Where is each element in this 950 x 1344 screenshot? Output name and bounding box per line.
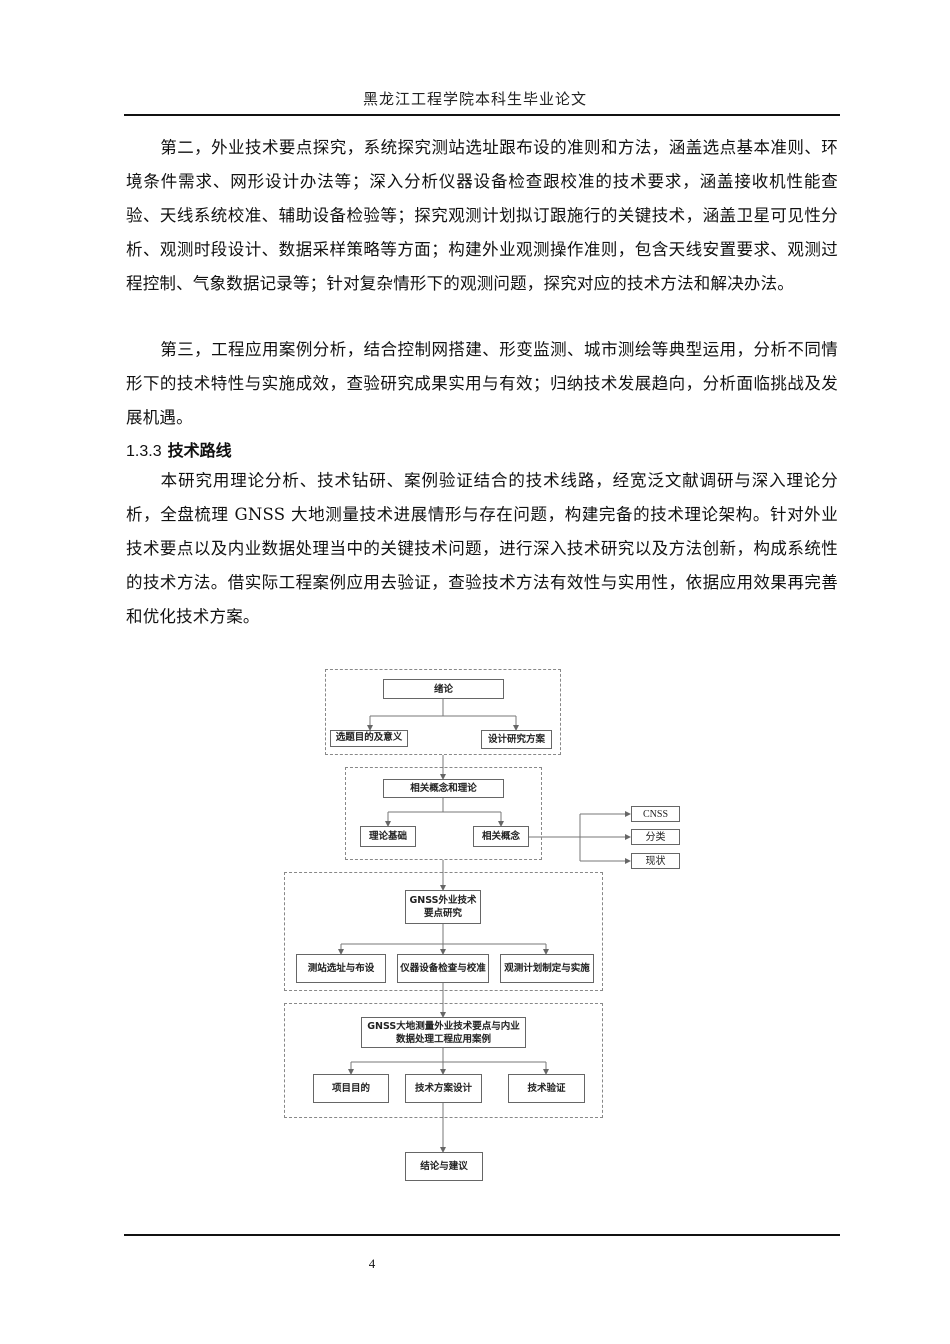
node-gnss-fieldwork: GNSS外业技术要点研究 [405,890,481,924]
page-number: 4 [368,1256,376,1271]
node-project-purpose: 项目目的 [313,1074,389,1103]
node-technical-verification: 技术验证 [508,1074,585,1103]
node-instrument-calibration: 仪器设备检查与校准 [397,954,489,983]
node-classification: 分类 [631,829,680,845]
paragraph-text: 第三，工程应用案例分析，结合控制网搭建、形变监测、城市测绘等典型运用，分析不同情… [126,340,838,427]
paragraph-case-analysis: 第三，工程应用案例分析，结合控制网搭建、形变监测、城市测绘等典型运用，分析不同情… [126,333,838,435]
section-title: 技术路线 [167,441,232,460]
node-station-selection: 测站选址与布设 [296,954,386,983]
node-related-concepts: 相关概念 [473,826,529,847]
section-number: 1.3.3 [126,443,162,460]
node-technical-design: 技术方案设计 [405,1074,482,1103]
paragraph-text: 第二，外业技术要点探究，系统探究测站选址跟布设的准则和方法，涵盖选点基本准则、环… [126,138,838,293]
node-purpose-significance: 选题目的及意义 [330,730,408,747]
node-theoretical-basis: 理论基础 [360,826,416,847]
node-research-plan: 设计研究方案 [481,730,552,749]
paragraph-text: 本研究用理论分析、技术钻研、案例验证结合的技术线路，经宽泛文献调研与深入理论分析… [126,471,838,626]
node-application-case: GNSS大地测量外业技术要点与内业数据处理工程应用案例 [361,1017,526,1048]
node-introduction: 绪论 [383,679,504,699]
paragraph-fieldwork: 第二，外业技术要点探究，系统探究测站选址跟布设的准则和方法，涵盖选点基本准则、环… [126,131,838,301]
node-cnss: CNSS [631,806,680,822]
footer-rule [124,1234,840,1236]
node-status: 现状 [631,853,680,869]
header-rule [124,114,840,116]
node-observation-plan: 观测计划制定与实施 [500,954,594,983]
node-concepts-theory: 相关概念和理论 [383,779,504,798]
page-header-title: 黑龙江工程学院本科生毕业论文 [362,90,587,108]
paragraph-technical-route: 本研究用理论分析、技术钻研、案例验证结合的技术线路，经宽泛文献调研与深入理论分析… [126,464,838,634]
section-heading: 1.3.3 技术路线 [126,437,232,466]
node-conclusion: 结论与建议 [405,1152,483,1181]
